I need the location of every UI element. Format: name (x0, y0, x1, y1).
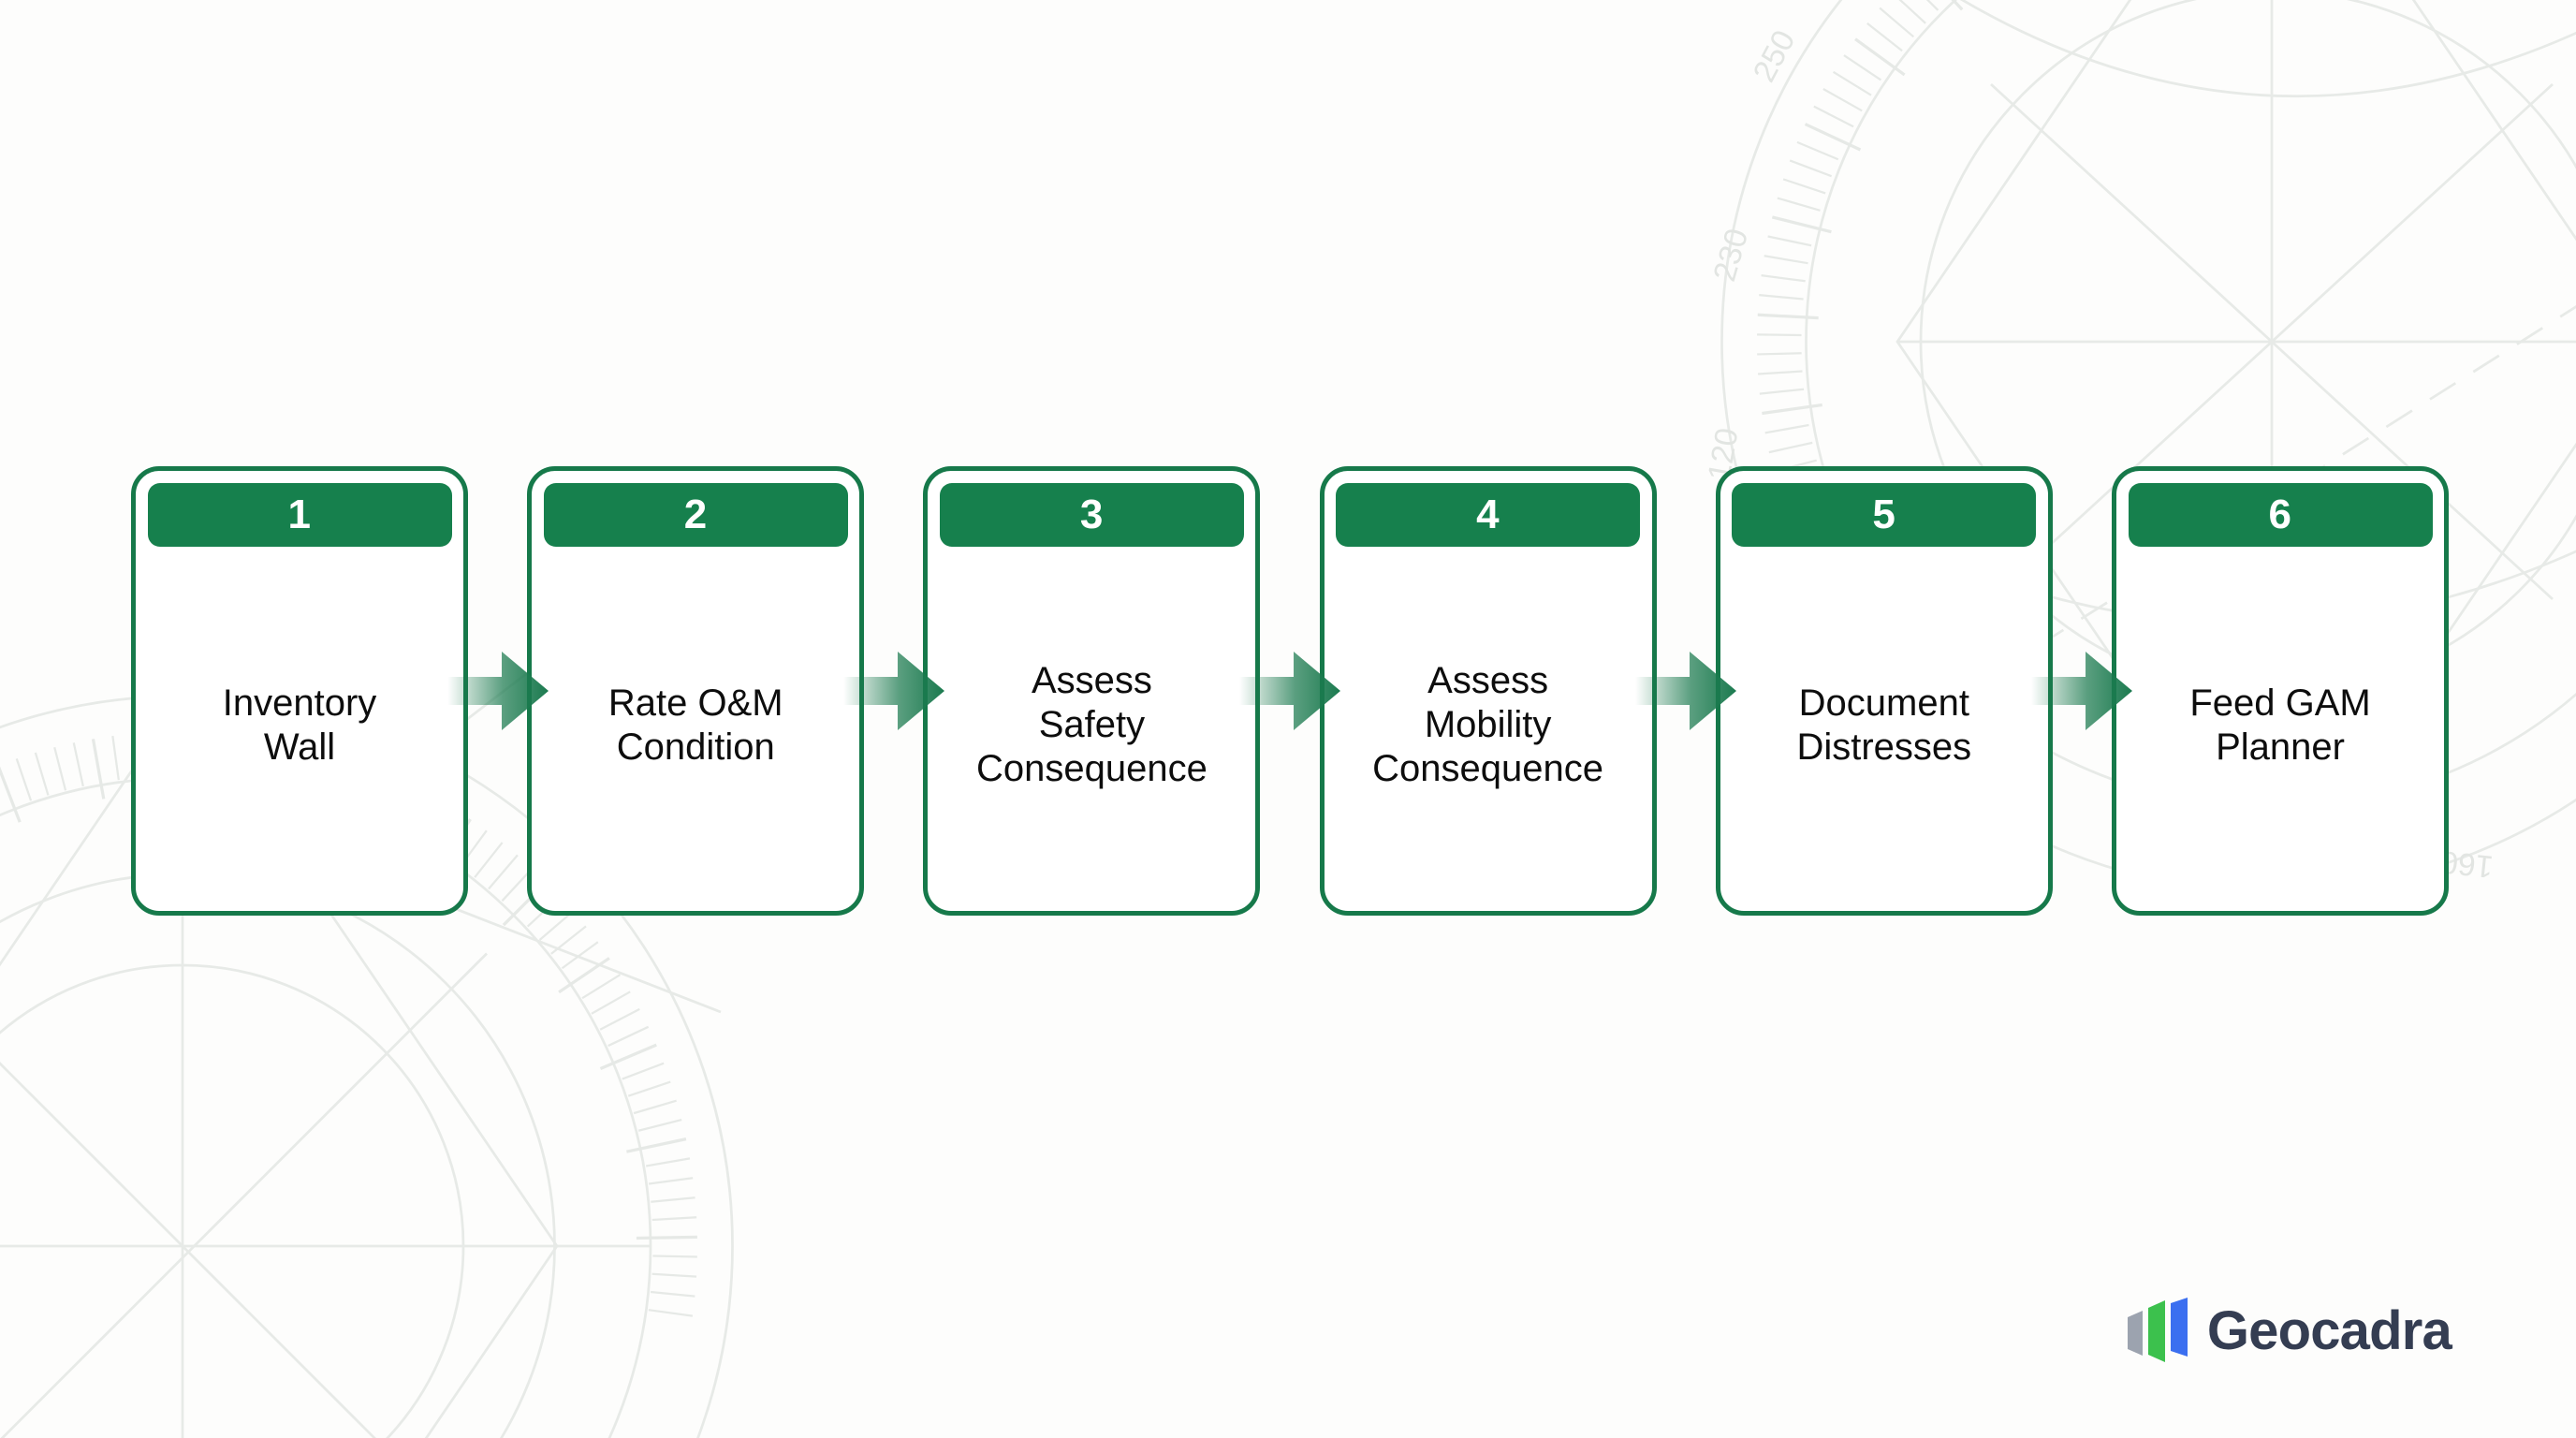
step-card-6[interactable]: 6 Feed GAM Planner (2112, 466, 2450, 916)
step-label-6: Feed GAM Planner (2189, 682, 2371, 768)
step-number-5: 5 (1872, 492, 1896, 537)
process-flow-row: 1 Inventory Wall 2 (131, 466, 2450, 916)
step-number-1: 1 (287, 492, 312, 537)
step-label-5: Document Distresses (1796, 682, 1972, 768)
arrow-3-to-4 (1239, 466, 1341, 916)
step-badge-3: 3 (939, 483, 1244, 547)
step-body-1: Inventory Wall (136, 547, 463, 911)
arrow-5-to-6 (2031, 466, 2133, 916)
arrow-right-icon (1635, 652, 1737, 730)
arrow-right-icon (446, 652, 549, 730)
step-number-6: 6 (2268, 492, 2292, 537)
watermark-tick-label: 230 (1706, 225, 1755, 286)
step-number-3: 3 (1079, 492, 1104, 537)
brand-logo: Geocadra (2126, 1295, 2452, 1368)
brand-wordmark: Geocadra (2206, 1300, 2452, 1361)
step-badge-1: 1 (147, 483, 452, 547)
step-body-5: Document Distresses (1720, 547, 2048, 911)
step-card-4[interactable]: 4 Assess Mobility Consequence (1319, 466, 1657, 916)
step-badge-2: 2 (543, 483, 848, 547)
step-badge-4: 4 (1336, 483, 1641, 547)
arrow-4-to-5 (1635, 466, 1737, 916)
arrow-1-to-2 (446, 466, 549, 916)
step-label-3: Assess Safety Consequence (975, 660, 1208, 789)
arrow-2-to-3 (842, 466, 944, 916)
step-number-4: 4 (1476, 492, 1500, 537)
step-label-1: Inventory Wall (222, 682, 377, 768)
arrow-right-icon (842, 652, 944, 730)
step-badge-6: 6 (2128, 483, 2433, 547)
arrow-right-icon (2031, 652, 2133, 730)
step-body-6: Feed GAM Planner (2116, 547, 2444, 911)
step-card-2[interactable]: 2 Rate O&M Condition (527, 466, 865, 916)
step-badge-5: 5 (1732, 483, 2037, 547)
step-body-4: Assess Mobility Consequence (1325, 547, 1652, 911)
step-card-1[interactable]: 1 Inventory Wall (131, 466, 468, 916)
step-body-3: Assess Safety Consequence (928, 547, 1255, 911)
step-card-5[interactable]: 5 Document Distresses (1715, 466, 2053, 916)
step-label-2: Rate O&M Condition (607, 682, 783, 768)
arrow-right-icon (1239, 652, 1341, 730)
geocadra-bars-icon (2127, 1298, 2188, 1362)
step-label-4: Assess Mobility Consequence (1372, 660, 1604, 789)
step-body-2: Rate O&M Condition (532, 547, 859, 911)
step-card-3[interactable]: 3 Assess Safety Consequence (923, 466, 1261, 916)
step-number-2: 2 (683, 492, 708, 537)
watermark-tick-label: 250 (1747, 24, 1803, 88)
